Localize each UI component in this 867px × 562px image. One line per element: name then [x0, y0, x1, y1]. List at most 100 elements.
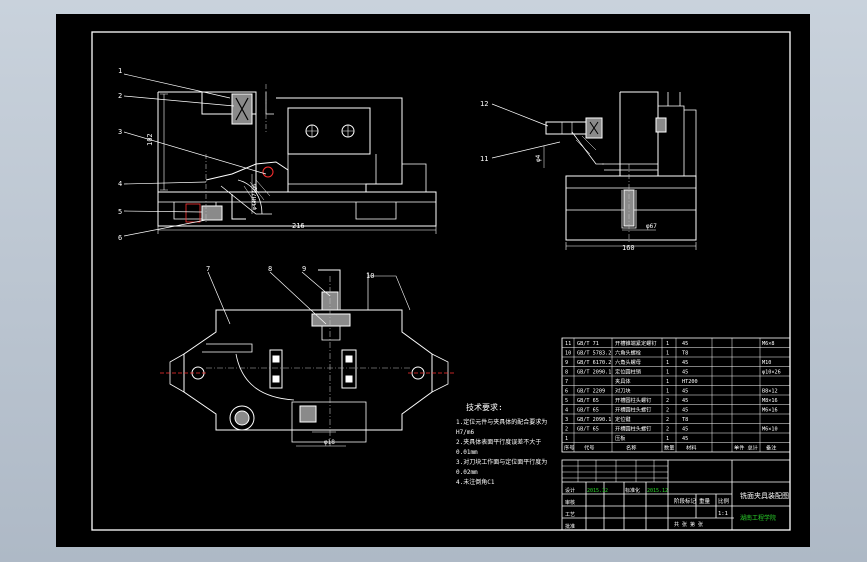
sheet-info: 共 张 第 张 — [674, 521, 703, 528]
dim-height-left: 102 — [146, 133, 154, 146]
bom-seq: 9 — [565, 360, 568, 366]
bom-name: 开槽圆柱头螺钉 — [615, 425, 651, 433]
bom-header-cell: 单件 总计 — [734, 444, 758, 452]
callout-3: 3 — [118, 128, 122, 136]
bom-material: 45 — [682, 389, 688, 395]
bom-material: T8 — [682, 351, 688, 357]
craft-label: 工艺 — [565, 512, 575, 518]
bom-note: φ10×26 — [762, 370, 781, 376]
weight-label: 重量 — [699, 497, 711, 505]
tech-line-3: 2.夹具体表面平行度误差不大于 — [456, 438, 541, 446]
school-name: 湖南工程学院 — [740, 514, 776, 522]
stage-label: 阶段标记 — [674, 497, 697, 505]
bom-seq: 11 — [565, 341, 571, 347]
tech-line-2: H7/m6 — [456, 429, 474, 436]
bom-qty: 1 — [666, 360, 669, 366]
bom-seq: 10 — [565, 351, 571, 357]
side-view — [491, 91, 697, 250]
bom-std: GB/T 6170.2 — [577, 360, 611, 366]
designer-date: 2015.12 — [587, 488, 608, 494]
bom-name: 定位键 — [615, 415, 631, 423]
bom-seq: 5 — [565, 398, 568, 404]
tech-requirements: 技术要求: 1.定位元件与夹具体的配合要求为 H7/m6 2.夹具体表面平行度误… — [456, 402, 547, 486]
bom-header-cell: 备注 — [766, 444, 776, 452]
bom-material: 45 — [682, 436, 688, 442]
bom-name: 六角头螺母 — [615, 358, 641, 366]
locating-pin — [201, 205, 223, 221]
top-view — [160, 269, 454, 447]
bom-name: 压板 — [615, 434, 626, 442]
dim-width-right: 160 — [622, 244, 635, 252]
bom-note: M8×16 — [762, 398, 778, 404]
bom-header-cell: 数量 — [664, 444, 674, 452]
bom-material: 45 — [682, 360, 688, 366]
bom-qty: 2 — [666, 417, 669, 423]
bom-name: 六角头螺栓 — [615, 349, 642, 357]
callout-1: 1 — [118, 67, 122, 75]
bom-std: GB/T 5783.2 — [577, 351, 611, 357]
bom-material: 45 — [682, 398, 688, 404]
scale-value: 1:1 — [718, 511, 728, 517]
bom-name: 夹具体 — [615, 377, 631, 385]
title-block — [561, 459, 791, 531]
bom-name: 定位圆柱销 — [615, 368, 641, 376]
bom-seq: 1 — [565, 436, 568, 442]
bom-name: 开槽圆柱头螺钉 — [615, 406, 651, 414]
bom-qty: 2 — [666, 408, 669, 414]
bom-material: T8 — [682, 417, 688, 423]
sheet-background — [56, 14, 810, 547]
bom-note: B8×12 — [762, 389, 778, 395]
callout-6: 6 — [118, 234, 122, 242]
callout-8: 8 — [268, 265, 272, 273]
bom-std: GB/T 2209 — [577, 389, 605, 395]
bom-qty: 2 — [666, 398, 669, 404]
tech-line-4: 0.01mm — [456, 449, 478, 456]
scale-label: 比例 — [718, 497, 730, 505]
dim-width-left: 216 — [292, 222, 305, 230]
bom-name: 开槽圆柱头螺钉 — [615, 396, 651, 404]
drawing-name: 铣面夹具装配图 — [740, 491, 789, 500]
bom-header-cell: 名称 — [626, 444, 636, 452]
dim-hole-right: φ67 — [646, 223, 657, 230]
bom-name: 开槽锥端紧定螺钉 — [615, 339, 657, 347]
bom-std: GB/T 71 — [577, 341, 599, 347]
bom-material: 45 — [682, 370, 688, 376]
bom-qty: 1 — [666, 379, 669, 385]
bom-std: GB/T 2090.1 — [577, 417, 611, 423]
bom-qty: 1 — [666, 436, 669, 442]
bom-material: 45 — [682, 427, 688, 433]
callout-7: 7 — [206, 265, 210, 273]
bom-seq: 6 — [565, 389, 568, 395]
bom-note: M6×8 — [762, 341, 775, 347]
bom-material: 45 — [682, 341, 688, 347]
bom-header-cell: 序号 — [564, 444, 574, 452]
bom-note: M6×10 — [762, 427, 778, 433]
dim-dia-bottom: φ18 — [324, 439, 335, 446]
callout-10: 10 — [366, 272, 374, 280]
bom-std: GB/T 65 — [577, 408, 599, 414]
callout-2: 2 — [118, 92, 122, 100]
tech-line-1: 1.定位元件与夹具体的配合要求为 — [456, 418, 547, 426]
bom-name: 对刀块 — [615, 387, 631, 395]
bom-qty: 2 — [666, 427, 669, 433]
bom-seq: 3 — [565, 417, 568, 423]
drawing-canvas[interactable]: 1 2 3 4 5 6 102 216 φ44H7/g6 — [56, 14, 810, 547]
callout-4: 4 — [118, 180, 122, 188]
assembly-drawing: 1 2 3 4 5 6 102 216 φ44H7/g6 — [56, 14, 810, 547]
bom-qty: 1 — [666, 351, 669, 357]
bom-std: GB/T 2090.1 — [577, 370, 611, 376]
approve-label: 批准 — [565, 523, 575, 530]
callout-11: 11 — [480, 155, 488, 163]
bom-material: 45 — [682, 408, 688, 414]
bom-std: GB/T 65 — [577, 427, 599, 433]
border-frame — [91, 31, 791, 531]
dim-dia-right: φ4 — [535, 154, 542, 162]
bom-seq: 2 — [565, 427, 568, 433]
dim-dia-left: φ44H7/g6 — [252, 184, 258, 211]
bom-header-cell: 材料 — [686, 444, 696, 452]
front-view — [123, 73, 437, 237]
bom-std: GB/T 65 — [577, 398, 599, 404]
bom-note: M10 — [762, 360, 771, 366]
